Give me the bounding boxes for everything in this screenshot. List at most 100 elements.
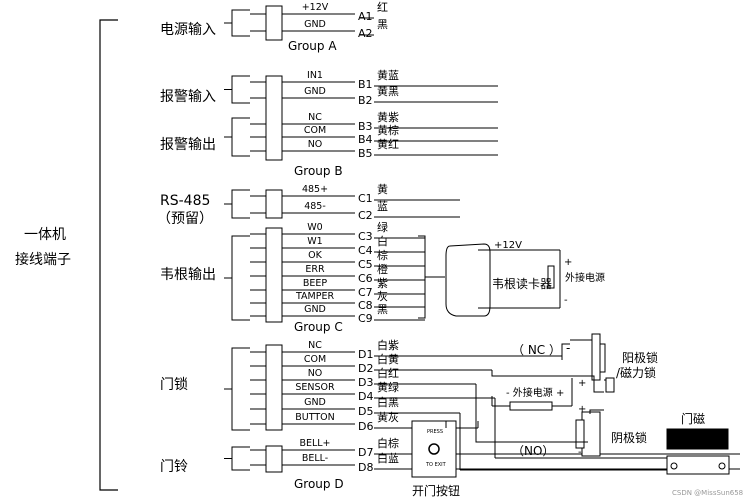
terminal-wire-color: 绿 xyxy=(377,221,388,234)
terminal-signal: ERR xyxy=(305,264,325,275)
section-door-lock: 门锁 xyxy=(160,377,188,393)
terminal-wire-color: 橙 xyxy=(377,263,388,276)
door-magnet-screw-right xyxy=(718,462,726,470)
terminal-signal: 485- xyxy=(304,201,326,212)
group-b-label: Group B xyxy=(294,164,343,178)
terminal-wire-color: 白棕 xyxy=(377,437,399,450)
terminal-wire-color: 蓝 xyxy=(377,200,388,213)
exit-button-press: PRESS xyxy=(427,429,443,435)
anode-lock-plate xyxy=(599,343,606,373)
terminal-pin: B1 xyxy=(358,78,373,91)
section-rs485: RS-485 xyxy=(160,193,211,209)
door-magnet-top xyxy=(666,428,729,450)
bracket-alarm-output xyxy=(231,117,250,157)
group-d-label: Group D xyxy=(294,477,344,491)
terminal-pin: C2 xyxy=(358,209,373,222)
connector-group-c1 xyxy=(265,189,283,219)
connector-group-c2 xyxy=(265,227,283,323)
cathode-lock-no-wire xyxy=(475,384,588,443)
group-a-label: Group A xyxy=(288,39,337,53)
terminal-pin: C8 xyxy=(358,299,373,312)
cathode-lock-label: 阴极锁 xyxy=(611,431,648,445)
section-alarm-input: 报警输入 xyxy=(160,89,216,105)
terminal-wire-color: 黄绿 xyxy=(377,381,399,394)
reader-name-label: 韦根读卡器 xyxy=(492,277,553,291)
section-alarm-output: 报警输出 xyxy=(160,137,216,153)
terminal-pin: D7 xyxy=(358,446,374,459)
exit-button-body xyxy=(411,420,457,478)
bracket-wiegand xyxy=(231,235,250,321)
cathode-lock-plate xyxy=(575,419,585,449)
cathode-lock-top xyxy=(589,409,604,414)
terminal-signal: W0 xyxy=(307,222,323,233)
reader-ext-power-label: 外接电源 xyxy=(565,273,605,284)
terminal-pin: B4 xyxy=(358,133,373,146)
bracket-door-lock xyxy=(231,347,250,431)
terminal-wire-color: 白黑 xyxy=(377,396,399,409)
connector-group-b xyxy=(265,75,283,161)
terminal-wire-color: 黄黑 xyxy=(377,85,399,98)
terminal-wire-color: 黄 xyxy=(377,183,388,196)
cathode-lock-plus: + xyxy=(578,404,587,415)
terminal-pin: C7 xyxy=(358,286,373,299)
terminal-wire-color: 白紫 xyxy=(377,339,399,352)
terminal-pin: C1 xyxy=(358,192,373,205)
exit-button-to-exit: TO EXIT xyxy=(426,462,446,468)
terminal-signal: NC xyxy=(308,112,322,123)
terminal-signal: GND xyxy=(304,86,326,97)
terminal-signal: BEEP xyxy=(302,278,328,289)
terminal-wire-color: 黄红 xyxy=(377,138,399,151)
ext-power-dash-label: - 外接电源 + xyxy=(506,388,565,399)
wiegand-bundle xyxy=(418,235,426,319)
terminal-pin: D3 xyxy=(358,376,374,389)
terminal-wire-color: 棕 xyxy=(377,249,388,262)
terminal-pin: D6 xyxy=(358,420,374,433)
bracket-power-input xyxy=(231,9,250,37)
reader-ext-minus: - xyxy=(564,295,568,306)
terminal-signal: COM xyxy=(303,354,327,365)
door-magnet-bottom xyxy=(666,455,730,475)
terminal-signal: TAMPER xyxy=(295,291,335,302)
anode-lock-body xyxy=(591,333,601,381)
terminal-signal: NO xyxy=(307,368,323,379)
terminal-wire-color: 白蓝 xyxy=(377,452,399,465)
main-label-line1: 一体机 xyxy=(24,227,66,243)
terminal-wire-color: 黑 xyxy=(377,303,388,316)
terminal-wire-color: 白黄 xyxy=(377,353,399,366)
section-rs485-reserved: （预留） xyxy=(157,211,213,227)
exit-button-label: 开门按钮 xyxy=(412,484,461,498)
terminal-wire-color: 黄灰 xyxy=(377,411,399,424)
bracket-alarm-input xyxy=(231,75,250,104)
reader-supply-label: +12V xyxy=(494,240,522,251)
terminal-wire-color: 白红 xyxy=(377,367,399,380)
terminal-wire-color: 黑 xyxy=(377,18,388,31)
cathode-lock-body xyxy=(581,411,601,457)
terminal-signal: GND xyxy=(304,19,326,30)
anode-lock-com-path xyxy=(491,370,604,393)
terminal-pin: C6 xyxy=(358,272,373,285)
nc-label: （ NC ） xyxy=(512,343,561,357)
terminal-signal: COM xyxy=(303,125,327,136)
door-magnet-screw-left xyxy=(670,462,678,470)
terminal-pin: C9 xyxy=(358,312,373,325)
group-c-label: Group C xyxy=(294,320,343,334)
exit-button-knob xyxy=(428,443,440,455)
main-label-line2: 接线端子 xyxy=(15,252,71,268)
terminal-wire-color: 黄棕 xyxy=(377,124,399,137)
bracket-rs485 xyxy=(231,189,250,219)
door-magnet-label: 门磁 xyxy=(681,412,706,426)
ext-power-box xyxy=(509,401,553,411)
terminal-wire-color: 黄蓝 xyxy=(377,69,399,82)
terminal-pin: A2 xyxy=(358,27,373,40)
terminal-pin: B5 xyxy=(358,147,373,160)
main-bracket xyxy=(99,19,118,491)
terminal-pin: C3 xyxy=(358,230,373,243)
terminal-signal: NO xyxy=(307,139,323,150)
terminal-pin: D1 xyxy=(358,348,374,361)
cathode-lock-minus: - xyxy=(578,447,582,458)
section-wiegand-output: 韦根输出 xyxy=(160,267,216,283)
wiegand-reader xyxy=(445,243,491,317)
terminal-signal: BELL- xyxy=(301,453,329,464)
nc-minus: - xyxy=(566,341,571,355)
